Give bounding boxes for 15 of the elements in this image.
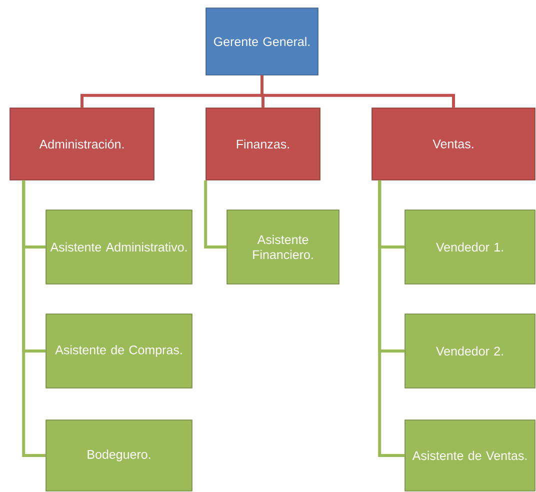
manager-box: Gerente General. (206, 8, 318, 76)
staff-box: Asistente Financiero. (226, 210, 340, 284)
staff-box: Asistente Administrativo. (46, 210, 192, 284)
department-box: Finanzas. (206, 108, 320, 180)
staff-box: Vendedor 2. (404, 314, 536, 388)
connector-line (378, 180, 405, 457)
staff-box: Bodeguero. (46, 420, 192, 492)
department-box: Ventas. (372, 108, 536, 180)
connector-line (260, 75, 455, 108)
connector-line (22, 180, 46, 457)
staff-box: Asistente de Compras. (46, 314, 192, 388)
connector-line (204, 180, 227, 248)
department-box: Administración. (10, 108, 154, 180)
staff-box: Vendedor 1. (404, 210, 536, 284)
staff-box: Asistente de Ventas. (404, 420, 536, 492)
